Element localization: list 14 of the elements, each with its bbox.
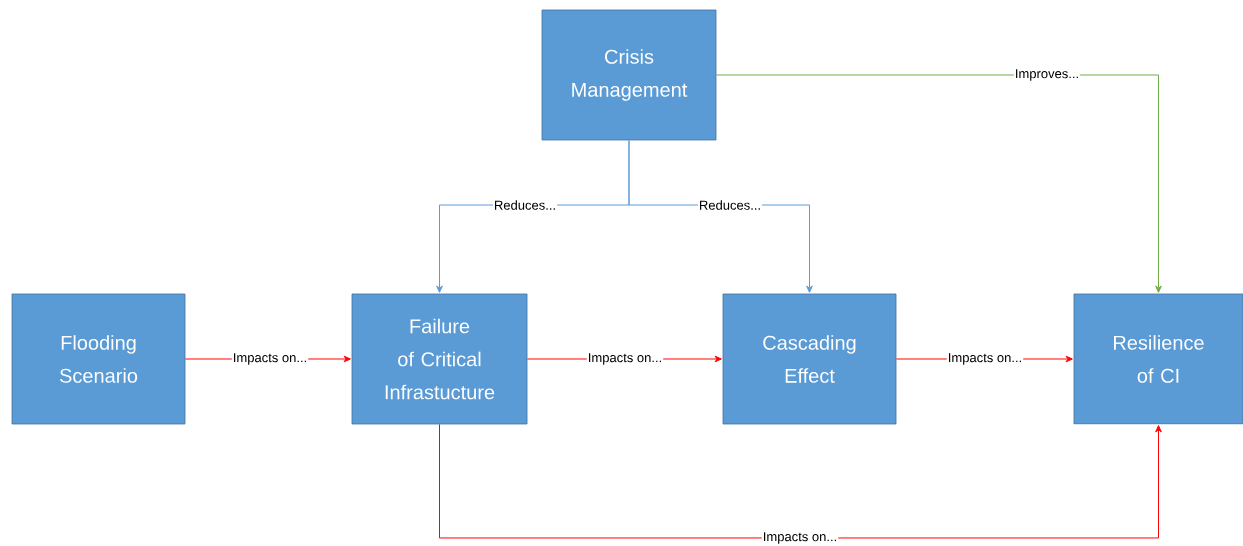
- edge-label: Impacts on...: [586, 352, 664, 366]
- edge-label: Reduces...: [697, 199, 763, 211]
- process-box: Cascading Effect: [722, 293, 897, 425]
- edge-label: Impacts on...: [231, 352, 309, 366]
- edge-label: Impacts on...: [946, 352, 1024, 366]
- process-box: Flooding Scenario: [11, 293, 186, 425]
- arrow: [439, 423, 1162, 539]
- edge-label: Impacts on...: [761, 531, 839, 545]
- arrow: [715, 74, 1162, 293]
- edge-label: Improves...: [1013, 68, 1081, 82]
- process-box: Resilience of CI: [1073, 293, 1243, 425]
- edge-label: Reduces...: [492, 199, 558, 211]
- process-box: Failure of Critical Infrastucture: [351, 293, 528, 425]
- process-box: Crisis Management: [541, 9, 717, 141]
